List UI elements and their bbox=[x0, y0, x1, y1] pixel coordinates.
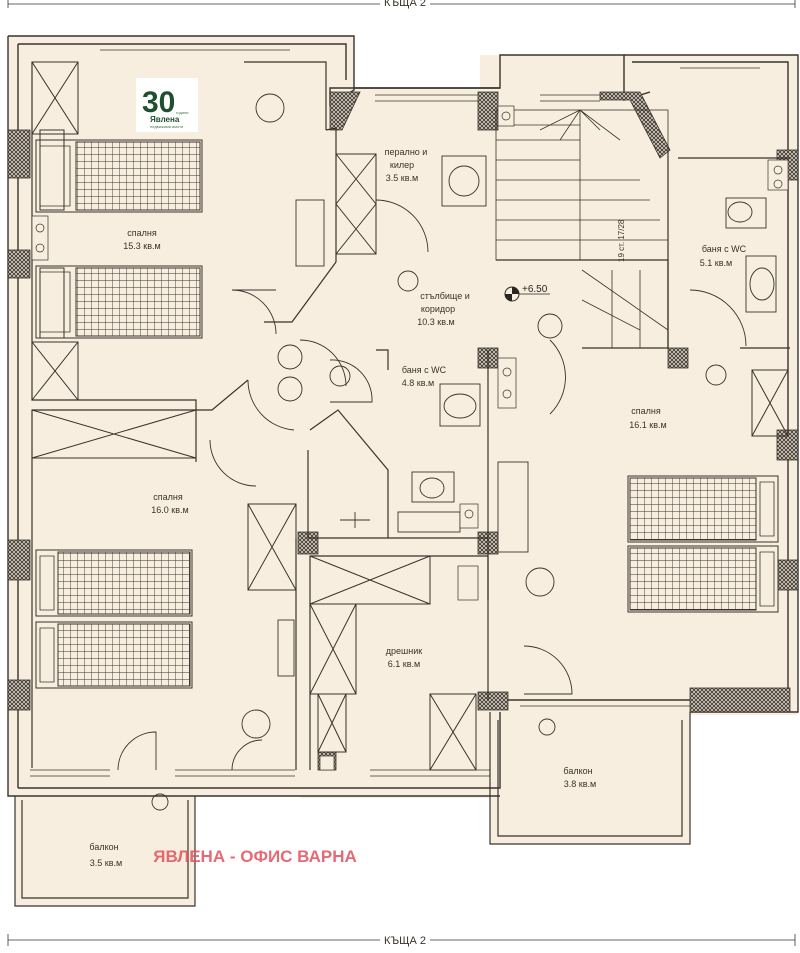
room-area: 16.1 кв.м bbox=[629, 420, 666, 430]
axis-label-top: КЪЩА 2 bbox=[384, 0, 426, 9]
room-name: перално и bbox=[385, 147, 428, 157]
bed-1 bbox=[35, 139, 203, 213]
room-area: 3.5 кв.м bbox=[386, 173, 418, 183]
company-logo: 30 години Явлена недвижими имоти bbox=[136, 78, 198, 132]
axis-bottom bbox=[7, 934, 796, 946]
logo-brand: Явлена bbox=[150, 115, 180, 124]
axis-top bbox=[7, 0, 796, 8]
room-area: 3.5 кв.м bbox=[90, 858, 122, 868]
room-area: 5.1 кв.м bbox=[700, 258, 732, 268]
bed-3 bbox=[35, 549, 193, 617]
doors bbox=[117, 199, 747, 771]
room-name: балкон bbox=[89, 842, 118, 852]
bed-5 bbox=[627, 475, 779, 543]
bed-2 bbox=[35, 265, 203, 339]
room-name: спалня bbox=[127, 228, 157, 238]
stairs bbox=[495, 109, 669, 348]
level-mark-text: +6.50 bbox=[522, 284, 548, 295]
axis-label-bottom: КЪЩА 2 bbox=[384, 935, 426, 947]
room-name: стълбище и bbox=[420, 291, 470, 301]
room-name: балкон bbox=[563, 766, 592, 776]
logo-number: 30 bbox=[142, 86, 175, 119]
bed-4 bbox=[35, 621, 193, 689]
bed-6 bbox=[627, 545, 779, 613]
balcony-right bbox=[489, 712, 691, 845]
logo-tagline: недвижими имоти bbox=[150, 124, 183, 129]
room-area: 16.0 кв.м bbox=[151, 505, 188, 515]
room-name: баня с WC bbox=[402, 365, 447, 375]
small-fixtures bbox=[31, 105, 789, 771]
room-name: баня с WC bbox=[702, 244, 747, 254]
level-marker bbox=[504, 286, 550, 302]
room-name: спалня bbox=[631, 406, 661, 416]
room-area: 4.8 кв.м bbox=[402, 378, 434, 388]
balcony-left bbox=[14, 796, 196, 907]
columns bbox=[7, 91, 799, 771]
logo-small-text: години bbox=[176, 110, 189, 115]
room-name: дрешник bbox=[386, 646, 422, 656]
room-area: 3.8 кв.м bbox=[564, 779, 596, 789]
wardrobes bbox=[31, 61, 789, 771]
room-area: 10.3 кв.м bbox=[417, 317, 454, 327]
room-area: 6.1 кв.м bbox=[388, 659, 420, 669]
room-name-line2: килер bbox=[390, 160, 414, 170]
room-name: спалня bbox=[153, 492, 183, 502]
fixtures bbox=[151, 93, 777, 811]
room-area: 15.3 кв.м bbox=[123, 241, 160, 251]
watermark: ЯВЛЕНА - ОФИС ВАРНА bbox=[153, 847, 357, 866]
room-labels: спалня 15.3 кв.м перално и килер 3.5 кв.… bbox=[89, 147, 746, 868]
room-name-line2: коридор bbox=[421, 304, 455, 314]
stairs-label: 19 ст. 17/28 bbox=[617, 219, 626, 262]
